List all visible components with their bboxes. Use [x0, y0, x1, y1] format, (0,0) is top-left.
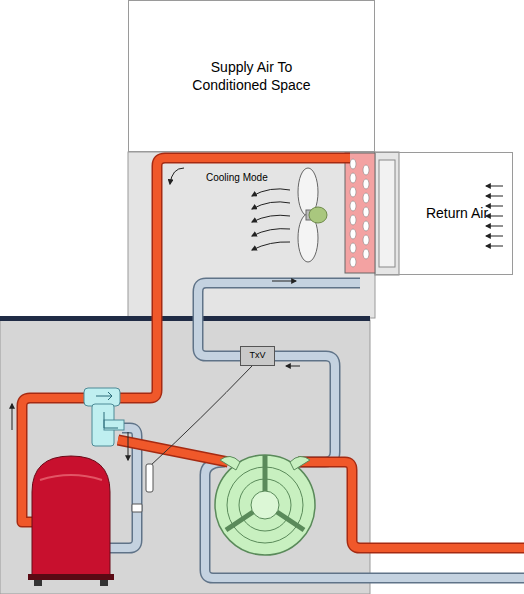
node-text: TxV: [249, 350, 265, 362]
indoor-coil-part-part: [363, 193, 369, 203]
blower-fan: [298, 168, 327, 262]
air-handler-cabinet-part: [128, 152, 375, 318]
compressor-part: [34, 580, 42, 586]
outdoor-unit-cabinet-part: [0, 316, 370, 321]
flow-arrows-part: [128, 432, 129, 460]
refrigerant-pipes-part-part: [118, 158, 350, 398]
refrigerant-pipes-part: [110, 283, 524, 578]
return-air-duct-part-part: [486, 216, 503, 217]
refrigerant-pipes-part: [360, 545, 524, 551]
airflow-arrows-part: [252, 242, 290, 250]
return-air-duct-part-part: [486, 206, 503, 207]
compressor-part: [28, 574, 114, 580]
compressor-part: [40, 475, 102, 480]
airflow-arrows: [252, 189, 290, 250]
refrigerant-pipes-part-part: [298, 462, 524, 548]
airflow-arrows-part: [252, 229, 290, 236]
airflow-arrows-part: [252, 215, 290, 222]
flow-arrows-part: [286, 366, 300, 367]
outdoor-coil-fan: [215, 455, 315, 555]
return-air-duct-part: [375, 152, 399, 275]
refrigerant-pipes-part-part: [298, 462, 524, 548]
refrigerant-pipes-part-part: [198, 283, 360, 356]
indoor-coil-part: [350, 159, 369, 267]
indoor-coil-part-part: [363, 207, 369, 217]
indoor-coil-part-part: [350, 173, 356, 183]
indoor-coil-part-part: [363, 235, 369, 245]
sensing-bulb-part: [132, 504, 142, 512]
supply-air-box: Supply Air To Conditioned Space: [128, 0, 375, 152]
air-handler-cabinet: [128, 152, 375, 318]
refrigerant-pipes-part-part: [198, 283, 360, 356]
indoor-coil-part-part: [350, 257, 356, 267]
flow-arrows: [12, 168, 300, 460]
indoor-coil: [345, 153, 375, 273]
indoor-coil-part: [345, 153, 375, 273]
indoor-coil-part-part: [350, 187, 356, 197]
refrigerant-pipes-part-part: [118, 440, 228, 462]
txv-box: TxV: [240, 346, 275, 366]
airflow-arrows-part: [252, 202, 290, 209]
indoor-coil-part-part: [363, 249, 369, 259]
refrigerant-pipes-part: [110, 283, 524, 578]
node-text: Return Air: [426, 204, 488, 222]
refrigerant-pipes: [22, 158, 524, 578]
return-air-duct-part-part: [486, 226, 503, 227]
refrigerant-pipes-part-part: [275, 356, 335, 462]
blower-fan-part: [309, 207, 327, 223]
outdoor-coil-fan-part: [215, 455, 315, 555]
indoor-coil-part-part: [363, 179, 369, 189]
return-air-box: Return Air: [375, 152, 513, 275]
compressor-part: [32, 456, 110, 576]
sensing-bulb-part: [146, 464, 153, 492]
return-air-duct-part-part: [486, 246, 503, 247]
outdoor-unit-cabinet: [0, 316, 370, 594]
refrigerant-pipes-part-part: [118, 440, 228, 462]
return-air-duct-part: [375, 152, 513, 275]
reversing-valve-part: [104, 412, 118, 428]
return-air-duct-part: [379, 160, 395, 267]
indoor-coil-part-part: [350, 201, 356, 211]
sensing-bulb-part: [150, 366, 252, 466]
reversing-valve-part: [84, 388, 120, 406]
indoor-coil-part-part: [350, 159, 356, 169]
flow-arrows-part: [12, 404, 13, 430]
return-air-duct-part-part: [486, 196, 503, 197]
indoor-coil-part-part: [363, 165, 369, 175]
flow-arrows-part: [272, 281, 296, 282]
node-text: Supply Air To Conditioned Space: [172, 58, 332, 94]
outdoor-coil-fan-part: [220, 456, 310, 470]
return-air-duct-part-part: [486, 186, 503, 187]
reversing-valve: [84, 388, 124, 446]
compressor: [28, 456, 114, 586]
flow-arrows-part: [170, 168, 184, 184]
indoor-coil-part-part: [363, 221, 369, 231]
outdoor-coil-fan-part: [251, 491, 279, 519]
compressor-part: [100, 580, 108, 586]
indoor-coil-part-part: [350, 229, 356, 239]
indoor-coil-part-part: [350, 215, 356, 225]
mode-label: Cooling Mode: [206, 171, 268, 184]
refrigerant-pipes-part-part: [118, 158, 350, 398]
airflow-arrows-part: [252, 189, 290, 196]
reversing-valve-part: [96, 392, 112, 400]
return-air-duct-part: [486, 186, 503, 246]
return-air-duct-part-part: [486, 236, 503, 237]
return-air-duct: [375, 152, 513, 275]
refrigerant-pipes-part-part: [275, 356, 335, 462]
indoor-coil-part-part: [350, 243, 356, 253]
